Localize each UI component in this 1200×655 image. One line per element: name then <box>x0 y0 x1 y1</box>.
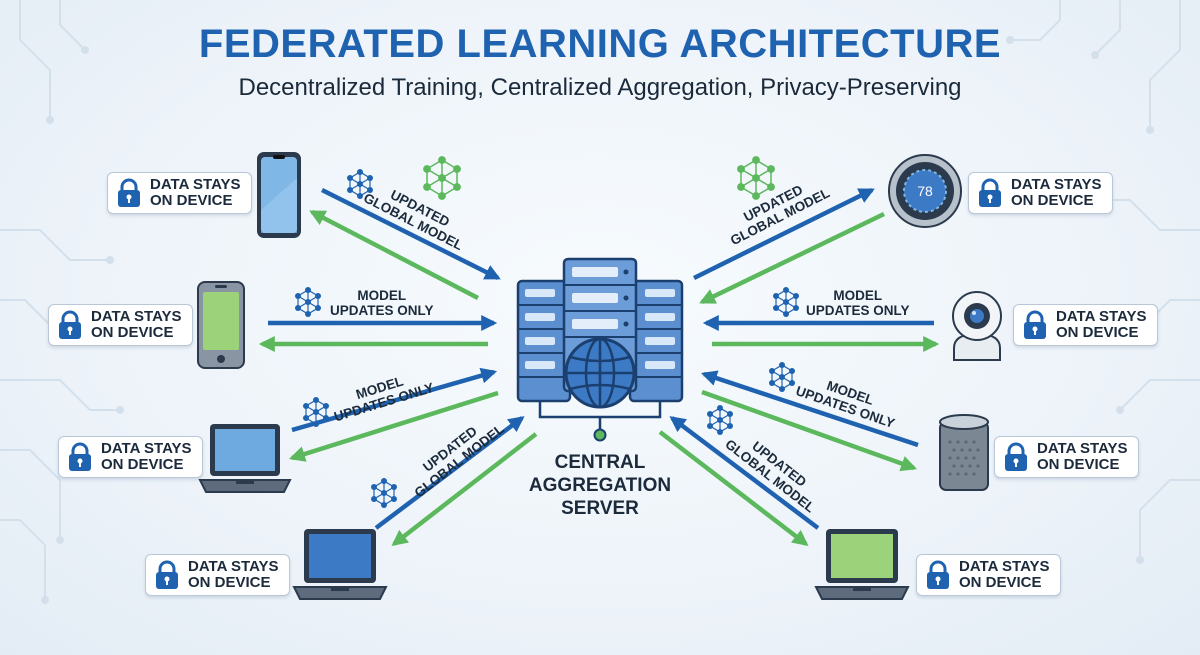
thermostat-display: 78 <box>917 183 933 199</box>
neural-network-icon <box>303 397 329 427</box>
arrow-download-laptop-bottom-left <box>391 432 538 546</box>
smartphone-device <box>257 152 301 238</box>
neural-network-icon <box>773 287 799 317</box>
arrow-upload-speaker <box>700 370 919 448</box>
arrow-upload-phone-top <box>320 187 501 281</box>
neural-network-icon <box>737 156 775 200</box>
lock-icon <box>59 310 81 339</box>
laptop-device <box>198 424 292 493</box>
smart-speaker-device <box>939 414 989 491</box>
smart-thermostat-device: 78 <box>888 154 962 228</box>
diagram-title: FEDERATED LEARNING ARCHITECTURE <box>198 22 1002 66</box>
arrow-upload-laptop-bottom-right <box>669 416 820 530</box>
laptop-device <box>814 529 910 600</box>
neural-network-icon <box>707 405 733 435</box>
lock-icon <box>1024 310 1046 339</box>
lock-icon <box>927 560 949 589</box>
neural-network-icon <box>295 287 321 317</box>
server-rack-icon <box>516 257 684 442</box>
arrow-download-phone-top <box>309 210 480 300</box>
lock-icon <box>118 178 140 207</box>
lock-icon <box>156 560 178 589</box>
arrow-download-laptop-left <box>288 390 499 462</box>
neural-network-icon <box>423 156 461 200</box>
lock-icon <box>979 178 1001 207</box>
arrow-download-thermostat <box>699 211 885 305</box>
arrow-download-laptop-bottom-right <box>658 430 809 546</box>
neural-network-icon <box>769 362 795 392</box>
globe-icon <box>564 337 636 409</box>
lock-icon <box>1005 442 1027 471</box>
laptop-device <box>292 529 388 600</box>
security-camera-device <box>952 291 1002 361</box>
arrow-upload-thermostat <box>693 187 875 281</box>
neural-network-icon <box>347 169 373 199</box>
arrow-download-speaker <box>701 389 918 472</box>
diagram-subtitle: Decentralized Training, Centralized Aggr… <box>238 74 962 101</box>
lock-icon <box>69 442 91 471</box>
neural-network-icon <box>371 478 397 508</box>
arrow-upload-laptop-bottom-left <box>374 416 525 530</box>
android-phone-device <box>197 281 245 369</box>
